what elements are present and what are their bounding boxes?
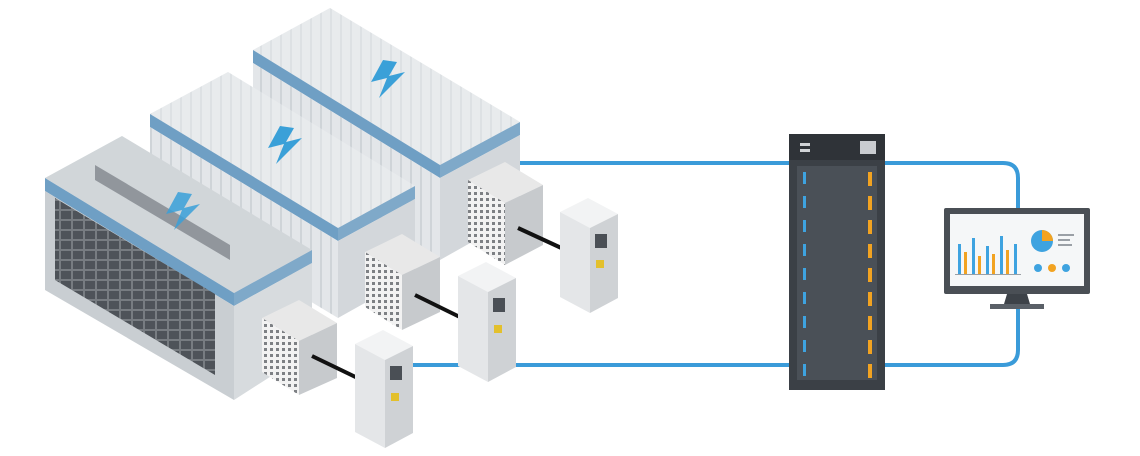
charger-2: [458, 262, 516, 382]
server-rack-icon: [789, 134, 885, 390]
rack-units: [797, 166, 877, 380]
rack-leds-blue: [803, 172, 806, 376]
dashboard-bar-chart: [955, 236, 1021, 275]
rack-leds-orange: [868, 172, 872, 378]
monitor-dashboard-icon: [944, 208, 1090, 309]
charger-3: [560, 198, 618, 313]
battery-rack-grid: [55, 165, 230, 375]
dashboard-pie-chart: [1031, 230, 1074, 252]
network-line-right-bottom: [885, 308, 1020, 367]
pcs-unit-1: [262, 300, 337, 395]
pcs-unit-2: [365, 234, 440, 330]
charger-1: [355, 330, 413, 448]
network-line-right-top: [885, 161, 1020, 208]
pcs-unit-3: [468, 162, 543, 265]
battery-container-1-cutaway: [45, 136, 312, 400]
lightning-bolt-icon: [371, 60, 405, 98]
lightning-bolt-icon: [268, 126, 302, 164]
lightning-bolt-icon: [166, 192, 200, 230]
dashboard-mini-pies: [1034, 264, 1070, 272]
